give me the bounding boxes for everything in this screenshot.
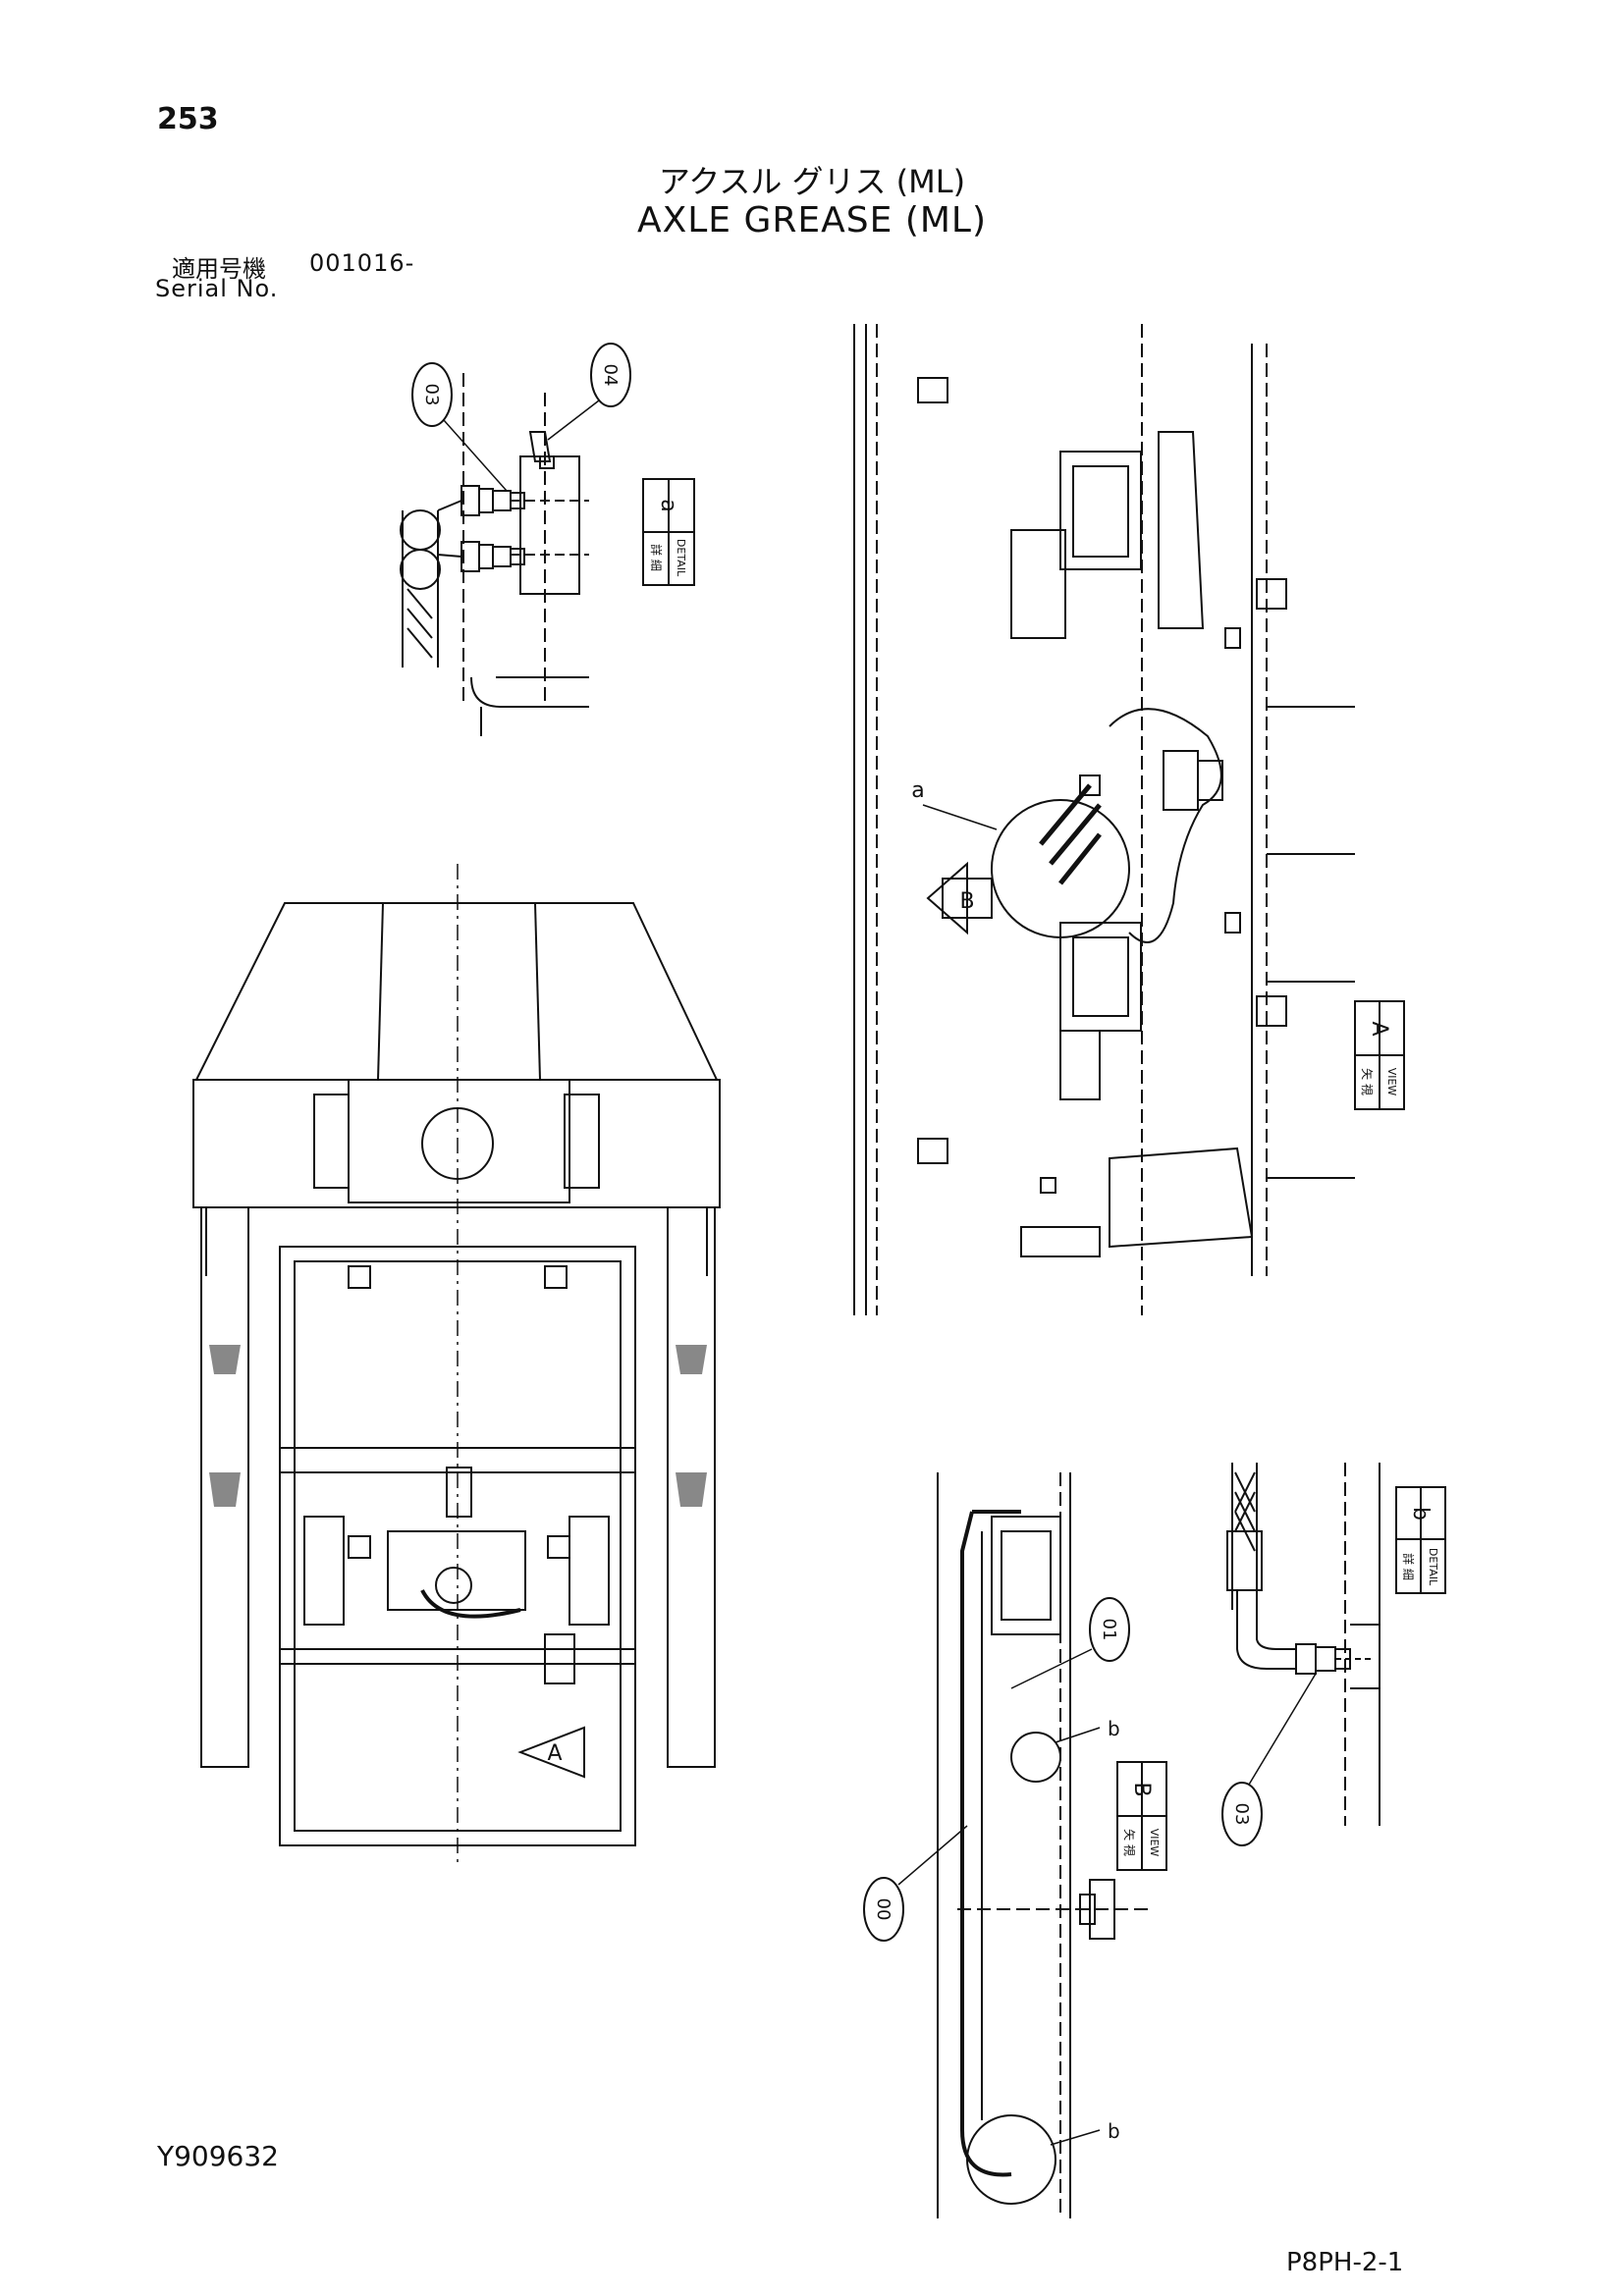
detail-a-jp: 詳 細 [649, 544, 664, 571]
mark-b-lower: b [1108, 2119, 1120, 2143]
view-a-letter: A [1367, 1021, 1391, 1036]
view-arrow-b-letter: B [959, 889, 974, 914]
plan-view: A [192, 864, 721, 1865]
serial-label-japanese: 適用号機 [172, 255, 266, 283]
view-b-en: VIEW [1148, 1829, 1161, 1857]
callout-03-top: 03 [421, 384, 442, 406]
mark-a: a [911, 778, 924, 803]
detail-a-en: DETAIL [675, 539, 687, 577]
detail-a-view: 03 04 詳 細 DETAIL a [400, 343, 695, 736]
callout-04-top: 04 [600, 364, 621, 387]
page-number: 253 [157, 102, 219, 136]
detail-b-jp: 詳 細 [1401, 1553, 1416, 1580]
page-code: P8PH-2-1 [1286, 2248, 1404, 2277]
detail-b-en: DETAIL [1427, 1548, 1439, 1586]
serial-number-value: 001016- [309, 249, 415, 277]
detail-a-letter: a [656, 499, 680, 511]
view-b-side: 01 00 b b 矢 視 VIEW B [863, 1472, 1167, 2218]
callout-03-bottom: 03 [1231, 1803, 1252, 1826]
document-code: Y909632 [157, 2140, 279, 2172]
view-arrow-a-letter: A [547, 1741, 562, 1766]
detail-b-letter: b [1408, 1507, 1433, 1521]
mark-b-upper: b [1108, 1717, 1120, 1740]
view-a-jp: 矢 視 [1360, 1068, 1375, 1095]
callout-00: 00 [873, 1898, 893, 1921]
detail-b-view: 03 詳 細 DETAIL b [1221, 1463, 1446, 1846]
view-a-side: a B 矢 視 VIEW A [853, 324, 1405, 1315]
serial-label-english: Serial No. [155, 275, 279, 302]
view-b-letter: B [1129, 1782, 1154, 1796]
title-japanese: アクスル グリス (ML) [658, 163, 966, 200]
view-b-jp: 矢 視 [1122, 1829, 1137, 1856]
view-a-en: VIEW [1385, 1068, 1398, 1096]
title-english: AXLE GREASE (ML) [636, 200, 988, 240]
callout-01: 01 [1099, 1619, 1119, 1641]
